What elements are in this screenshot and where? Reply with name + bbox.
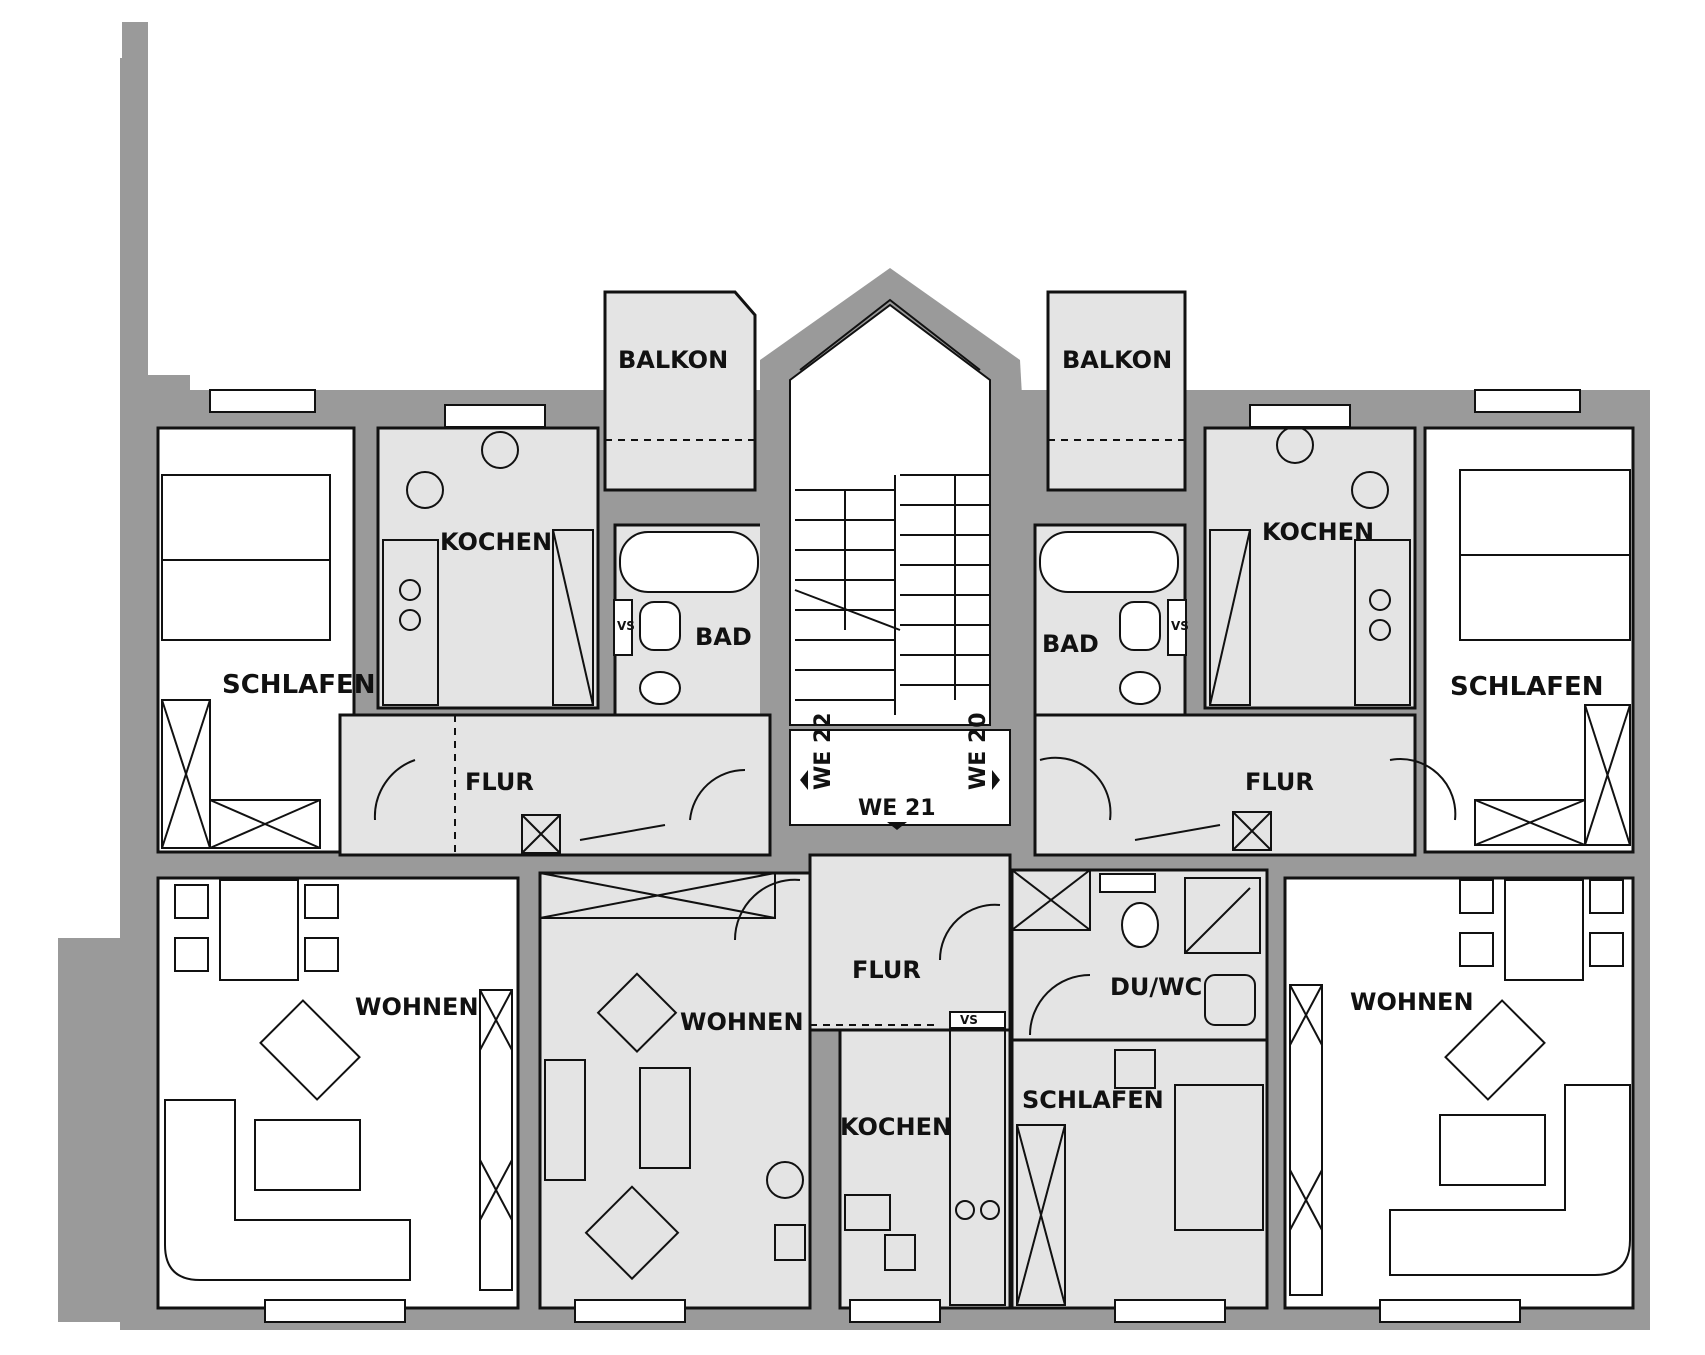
kochen-right-label: KOCHEN (1262, 518, 1374, 546)
schlafen-bottom-label: SCHLAFEN (1022, 1086, 1164, 1114)
wohnen-left-label: WOHNEN (355, 993, 479, 1021)
arrow-left-icon (800, 770, 808, 790)
room-schlafen-bottom: SCHLAFEN (1010, 1038, 1269, 1323)
balkon-left: BALKON (603, 290, 757, 492)
room-wohnen-left: WOHNEN (156, 876, 520, 1323)
balkon-right-label: BALKON (1062, 346, 1172, 374)
room-schlafen-right: SCHLAFEN (1423, 389, 1635, 854)
room-kochen-left: KOCHEN (376, 404, 600, 710)
we22-label: WE 22 (811, 712, 836, 790)
vs-right: VS (1171, 619, 1189, 633)
room-bad-right: VS BAD (1033, 523, 1189, 725)
bad-left-label: BAD (695, 623, 752, 651)
arrow-right-icon (992, 770, 1000, 790)
kochen-left-label: KOCHEN (440, 528, 552, 556)
we20-label: WE 20 (966, 712, 991, 790)
balkon-left-label: BALKON (618, 346, 728, 374)
room-duwc: DU/WC (1010, 868, 1269, 1042)
flur-left: FLUR (338, 713, 772, 857)
arrow-down-icon (887, 822, 907, 830)
vs-bottom: VS (960, 1013, 978, 1027)
stairwell (760, 268, 1040, 740)
bad-right-label: BAD (1042, 630, 1099, 658)
landing: WE 22 WE 21 WE 20 (789, 712, 1011, 830)
room-bad-left: VS BAD (613, 523, 767, 725)
flur-right-label: FLUR (1245, 768, 1314, 796)
stair-treads-left (795, 489, 895, 701)
schlafen-left-label: SCHLAFEN (222, 670, 376, 700)
vs-left: VS (617, 619, 635, 633)
schlafen-right-label: SCHLAFEN (1450, 672, 1604, 702)
flur-bottom-label: FLUR (852, 956, 921, 984)
kochen-bottom-label: KOCHEN (840, 1113, 952, 1141)
room-wohnen-mid: WOHNEN (538, 871, 812, 1323)
flur-right: FLUR (1033, 713, 1457, 857)
stair-treads-right (894, 474, 990, 715)
room-kochen-bottom: VS KOCHEN (838, 1011, 1012, 1323)
we21-label: WE 21 (858, 796, 936, 821)
duwc-label: DU/WC (1110, 973, 1202, 1001)
room-kochen-right: KOCHEN (1203, 404, 1417, 710)
flur-left-label: FLUR (465, 768, 534, 796)
room-wohnen-right: WOHNEN (1283, 876, 1635, 1323)
balkon-right: BALKON (1046, 290, 1187, 492)
room-schlafen-left: SCHLAFEN (156, 389, 376, 854)
wohnen-right-label: WOHNEN (1350, 988, 1474, 1016)
wohnen-mid-label: WOHNEN (680, 1008, 804, 1036)
